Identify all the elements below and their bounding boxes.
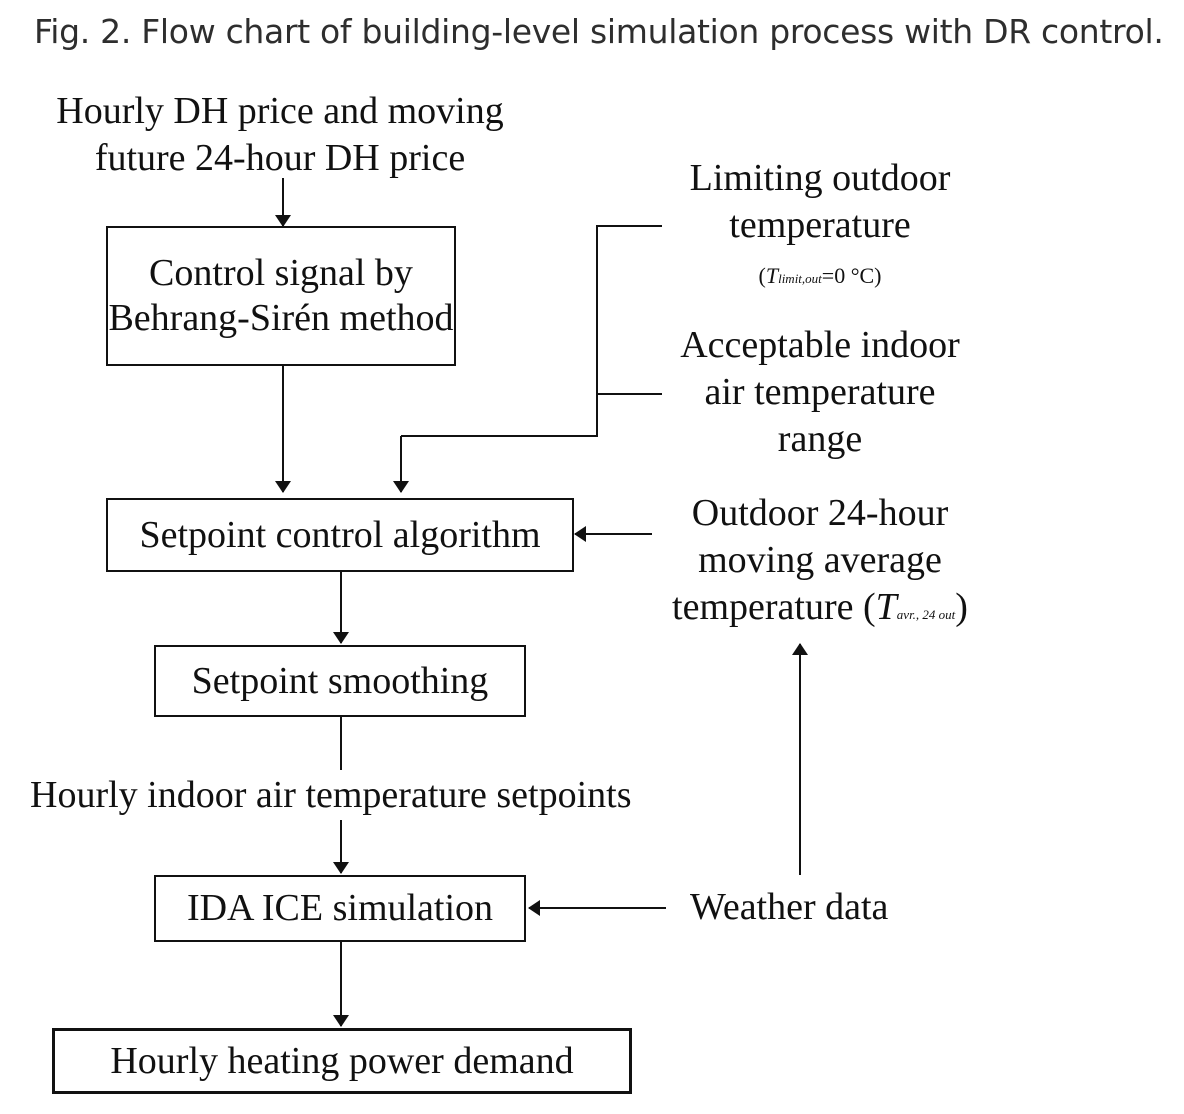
heating-demand-box: Hourly heating power demand: [52, 1028, 632, 1094]
avg-t-symbol: T: [875, 586, 897, 628]
avg-subscript: avr., 24 out: [896, 607, 956, 622]
setpoint-algorithm-box: Setpoint control algorithm: [106, 498, 574, 572]
setpoint-algorithm-label: Setpoint control algorithm: [139, 513, 541, 556]
dh-price-line1: Hourly DH price and moving: [56, 90, 504, 132]
avg-line3: temperature (: [672, 586, 876, 628]
indoor-line2: air temperature: [704, 371, 936, 413]
dh-price-line2: future 24-hour DH price: [94, 137, 466, 179]
limit-t-symbol: T: [765, 263, 779, 288]
setpoint-smoothing-box: Setpoint smoothing: [154, 645, 526, 717]
setpoints-text: Hourly indoor air temperature setpoints: [30, 774, 632, 816]
limit-subscript: limit,out: [778, 271, 822, 286]
limiting-formula: (Tlimit,out=0 °C): [660, 252, 980, 302]
indoor-line3: range: [777, 418, 863, 460]
control-signal-box: Control signal by Behrang-Sirén method: [106, 226, 456, 366]
weather-text: Weather data: [690, 886, 889, 928]
limiting-line1: Limiting outdoor: [689, 157, 951, 199]
acceptable-indoor-label: Acceptable indoor air temperature range: [660, 322, 980, 463]
limiting-line2: temperature: [729, 204, 911, 246]
setpoint-smoothing-label: Setpoint smoothing: [191, 659, 489, 702]
ida-ice-box: IDA ICE simulation: [154, 875, 526, 942]
control-signal-line1: Control signal by: [149, 252, 413, 294]
setpoints-label: Hourly indoor air temperature setpoints: [30, 772, 650, 819]
avg-line2: moving average: [698, 539, 942, 581]
avg-line1: Outdoor 24-hour: [691, 492, 949, 534]
control-signal-line2: Behrang-Sirén method: [108, 297, 454, 339]
indoor-line1: Acceptable indoor: [680, 324, 960, 366]
ida-ice-label: IDA ICE simulation: [186, 887, 494, 929]
avg-close-paren: ): [955, 586, 968, 628]
limiting-outdoor-label: Limiting outdoor temperature: [660, 155, 980, 249]
bracket-constraints: [401, 225, 662, 437]
figure-caption: Fig. 2. Flow chart of building-level sim…: [34, 12, 1164, 51]
dh-price-label: Hourly DH price and moving future 24-hou…: [30, 88, 530, 182]
moving-average-label: Outdoor 24-hour moving average temperatu…: [660, 490, 980, 638]
heating-demand-label: Hourly heating power demand: [110, 1039, 574, 1082]
limit-open-paren: (: [758, 263, 766, 288]
weather-data-label: Weather data: [690, 884, 920, 931]
limit-value: =0 °C): [821, 263, 882, 288]
